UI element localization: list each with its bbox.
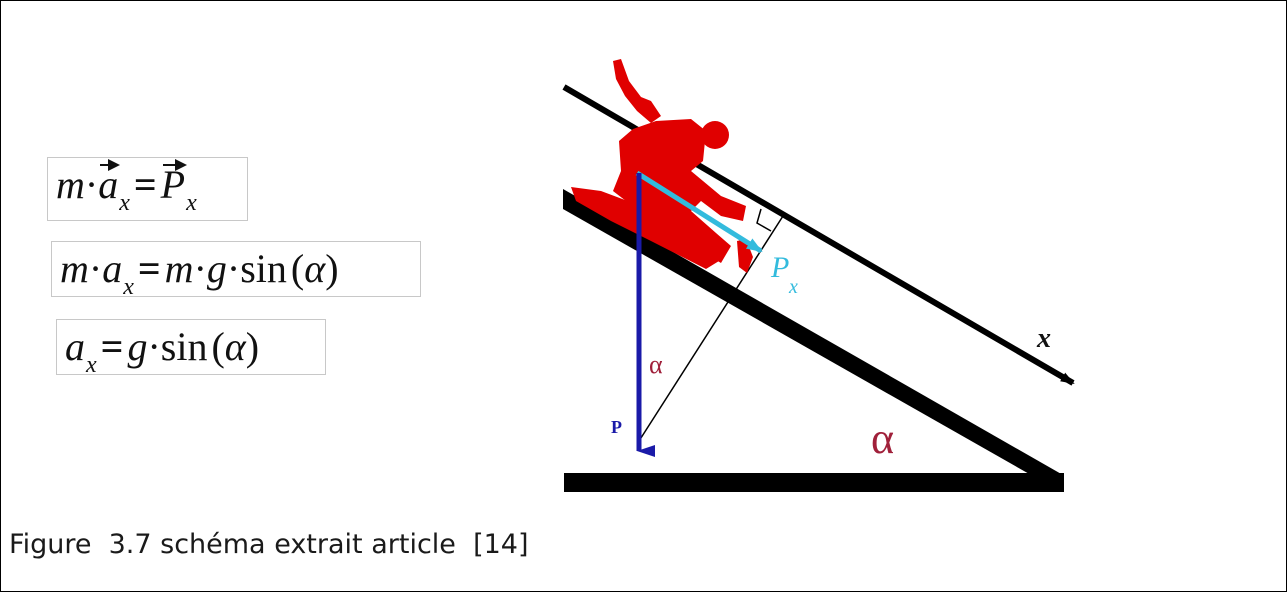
eq1-accel-subscript: x xyxy=(119,190,130,216)
eq2-accel-subscript: x xyxy=(123,274,134,300)
eq2-mass: m xyxy=(60,246,89,291)
eq1-weight-subscript: x xyxy=(186,190,197,216)
eq3-sin: sin xyxy=(160,324,208,369)
x-axis-label: x xyxy=(1036,323,1051,354)
eq3-gravity: g xyxy=(127,324,148,369)
px-vector xyxy=(635,170,763,254)
eq2-close-paren: ) xyxy=(325,246,339,291)
px-label-subscript: x xyxy=(788,276,798,298)
eq2-accel: a xyxy=(102,246,123,291)
alpha-label-slope: α xyxy=(871,414,894,463)
eq3-close-paren: ) xyxy=(245,324,260,369)
eq2-dot: · xyxy=(88,246,103,291)
eq1-accel-vector: a xyxy=(98,158,121,212)
eq2-gravity: g xyxy=(206,246,227,291)
eq1-mass: m xyxy=(56,162,85,207)
eq3-dot: · xyxy=(147,324,161,369)
eq2-dot-3: · xyxy=(226,246,241,291)
right-angle-marker xyxy=(756,208,772,232)
skier-figure xyxy=(571,59,753,273)
eq3-accel: a xyxy=(65,324,85,369)
equation-result: ax=g·sin(α) xyxy=(56,319,326,378)
weight-label: P xyxy=(611,417,622,437)
perpendicular-line xyxy=(638,215,784,442)
px-label: P xyxy=(770,251,789,284)
eq2-dot-2: · xyxy=(193,246,207,291)
eq2-mass-rhs: m xyxy=(164,246,194,291)
eq2-equals: = xyxy=(137,246,161,291)
eq1-equals: = xyxy=(133,162,157,207)
eq2-open-paren: ( xyxy=(290,246,305,291)
eq3-accel-subscript: x xyxy=(86,352,97,378)
eq3-equals: = xyxy=(100,324,124,369)
eq2-sin: sin xyxy=(240,246,287,291)
ground-bar xyxy=(564,473,1064,492)
figure-caption: Figure 3.7 schéma extrait article [14] xyxy=(9,529,529,560)
equation-scalar-form: m·ax=m·g·sin(α) xyxy=(51,241,421,300)
eq1-dot: · xyxy=(84,162,99,207)
alpha-label-vertical: α xyxy=(649,350,663,379)
eq2-alpha: α xyxy=(304,246,326,291)
slope-surface xyxy=(563,189,1063,475)
eq1-weight-vector: P xyxy=(161,158,188,212)
eq3-alpha: α xyxy=(224,324,246,369)
eq3-open-paren: ( xyxy=(211,324,225,369)
equation-vector-form: m·ax=Px xyxy=(47,157,248,221)
